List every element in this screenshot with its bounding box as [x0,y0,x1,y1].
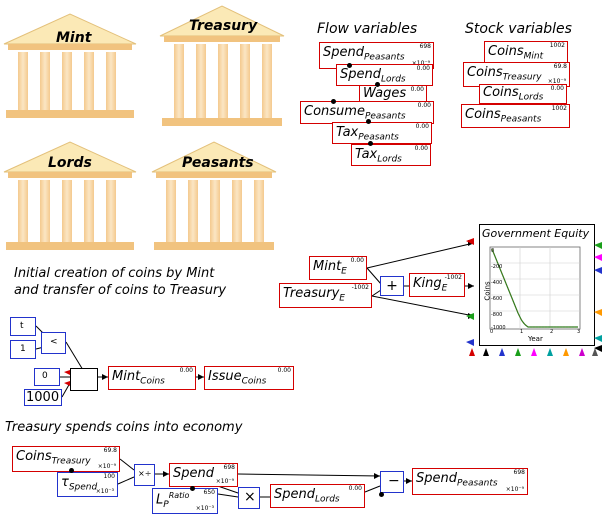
y-tick: -400 [491,280,503,286]
param-lp-ratio[interactable]: LPRatio 650 ×10⁻³ [152,488,218,514]
plot-bottom-triangles[interactable] [466,346,602,358]
constant-zero[interactable]: 0 [34,368,60,386]
stock-variables-heading: Stock variables [465,21,572,37]
sum-operator[interactable]: + [380,276,404,296]
flow-var-wages[interactable]: Wages 0.00 [359,85,427,103]
port-dot [379,492,384,497]
multiply-divide-operator[interactable]: ×÷ [134,464,155,486]
x-tick: 3 [577,329,581,335]
var-coins-treasury[interactable]: CoinsTreasury 69.8 ×10⁻⁹ [12,446,120,472]
y-tick: 0 [491,248,495,254]
var-spend-peasants[interactable]: SpendPeasants 698 ×10⁻⁹ [412,468,528,495]
section2-heading: Treasury spends coins into economy [5,420,243,435]
flow-var-consume-peasants[interactable]: ConsumePeasants 0.00 [300,101,434,124]
peasants-label: Peasants [182,155,254,171]
port-dot [366,119,371,124]
param-tau-spend[interactable]: τSpend 100 ×10⁻³ [57,472,118,497]
x-axis-label: Year [528,335,543,343]
lords-building [3,141,137,250]
stock-var-coins-treasury[interactable]: CoinsTreasury 69.8 ×10⁻⁹ [463,62,570,87]
stock-var-coins-peasants[interactable]: CoinsPeasants 1002 [461,104,570,128]
flow-var-tax-peasants[interactable]: TaxPeasants 0.00 [332,122,432,144]
mint-label: Mint [56,30,92,46]
y-tick: -1000 [491,325,506,331]
flow-var-tax-lords[interactable]: TaxLords 0.00 [351,144,431,166]
section1-heading-line1: Initial creation of coins by Mint [14,266,215,281]
switch-block[interactable] [70,368,98,391]
port-dot [69,468,74,473]
treasury-label: Treasury [189,18,258,34]
less-than-operator[interactable]: < [41,332,66,354]
port-dot [190,486,195,491]
time-input[interactable]: t [10,317,36,336]
section1-heading-line2: and transfer of coins to Treasury [14,283,227,298]
y-tick: -200 [491,264,503,270]
plot-title: Government Equity [482,227,590,240]
plot-canvas [489,246,581,330]
y-tick: -800 [491,312,503,318]
port-dot [347,63,352,68]
var-king-equity[interactable]: KingE -1002 [409,273,465,297]
switch-port-markers [64,370,70,386]
constant-thousand[interactable]: 1000 [24,389,62,406]
var-spend[interactable]: Spend 698 ×10⁻⁹ [169,463,238,487]
var-treasury-equity[interactable]: TreasuryE -1002 [279,283,372,308]
var-spend-lords[interactable]: SpendLords 0.00 [270,484,365,508]
var-mint-equity[interactable]: MintE 0.00 [309,256,367,280]
treasury-building [159,5,285,126]
lords-label: Lords [48,155,92,171]
government-equity-plot[interactable]: Government Equity 0 -200 -400 -600 -800 … [479,224,595,346]
constant-one[interactable]: 1 [10,340,36,359]
var-issue-coins[interactable]: IssueCoins 0.00 [204,366,294,390]
subtract-operator[interactable]: − [380,471,404,493]
port-dot [368,141,373,146]
port-dot [331,99,336,104]
flow-variables-heading: Flow variables [317,21,418,37]
x-tick: 1 [520,329,524,335]
peasants-building [151,141,277,250]
flow-var-spend-lords[interactable]: SpendLords 0.00 [336,64,433,86]
var-mint-coins[interactable]: MintCoins 0.00 [108,366,196,390]
y-tick: -600 [491,296,503,302]
buildings-layer [3,5,285,250]
multiply-operator[interactable]: × [238,487,260,509]
x-tick: 2 [550,329,554,335]
port-dot [375,82,380,87]
stock-var-coins-lords[interactable]: CoinsLords 0.00 [479,84,567,104]
x-tick: 0 [490,329,494,335]
mint-building [3,13,137,118]
plot-port-triangles[interactable] [466,238,602,358]
